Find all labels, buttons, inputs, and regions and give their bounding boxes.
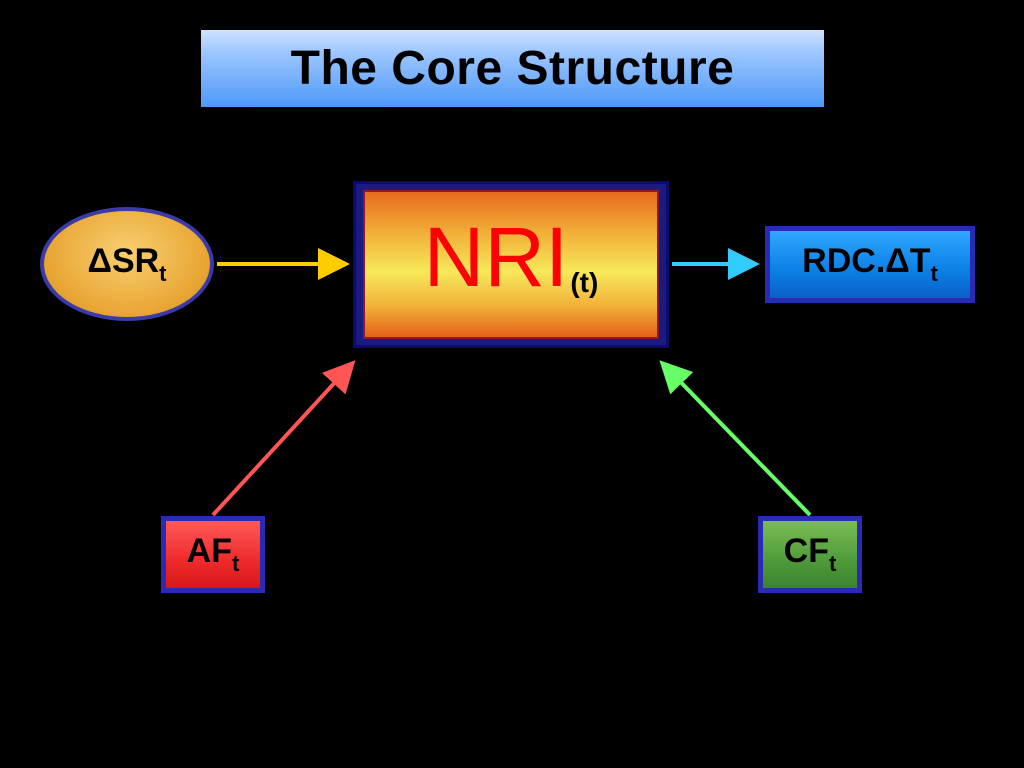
left-node: AFt [161, 516, 265, 593]
output-node-subscript: t [930, 261, 938, 286]
right-node: CFt [758, 516, 862, 593]
right-node-label: CFt [784, 532, 837, 577]
output-node-label: RDC.ΔTt [802, 242, 938, 287]
center-node: NRI (t) [353, 181, 669, 348]
left-node-label: AFt [187, 532, 240, 577]
left-node-fill: AFt [166, 521, 260, 588]
output-node-fill: RDC.ΔTt [770, 231, 970, 298]
left-arrow [211, 360, 356, 517]
center-node-fill: NRI (t) [363, 190, 659, 339]
left-node-main: AF [186, 532, 232, 570]
slide-title-banner: The Core Structure [201, 30, 824, 107]
right-node-fill: CFt [763, 521, 857, 588]
input-node-main: ΔSR [87, 241, 160, 280]
left-node-subscript: t [232, 551, 240, 576]
output-node-main: RDC.ΔT [802, 242, 931, 280]
center-node-label: NRI [423, 209, 569, 304]
right-node-main: CF [783, 532, 829, 570]
input-node: ΔSRt [40, 207, 214, 321]
center-node-subscript: (t) [570, 267, 599, 298]
input-node-subscript: t [159, 260, 167, 286]
input-node-label: ΔSRt [88, 242, 167, 287]
slide-title: The Core Structure [290, 42, 735, 95]
input-node-fill: ΔSRt [44, 211, 210, 317]
right-node-subscript: t [829, 551, 837, 576]
output-node: RDC.ΔTt [765, 226, 975, 303]
right-arrow [659, 360, 812, 517]
